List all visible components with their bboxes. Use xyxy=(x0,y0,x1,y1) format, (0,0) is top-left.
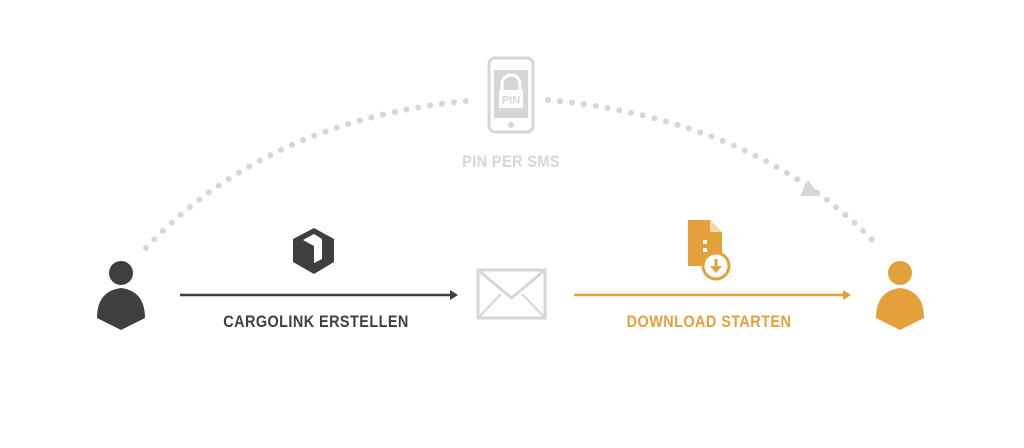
sender-person-icon xyxy=(97,261,145,330)
pin-per-sms-label: PIN PER SMS xyxy=(462,152,560,171)
cargolink-create-label: CARGOLINK ERSTELLEN xyxy=(223,312,409,331)
download-arrowhead xyxy=(843,290,851,300)
box-icon xyxy=(293,228,334,274)
phone-pin-text: PIN xyxy=(502,95,520,107)
download-start-label: DOWNLOAD STARTEN xyxy=(626,312,792,331)
receiver-person-icon xyxy=(876,261,924,330)
envelope-icon xyxy=(476,268,547,320)
dotted-arc-right xyxy=(545,97,883,251)
phone-lock-icon: PIN xyxy=(487,56,535,134)
file-download-icon xyxy=(688,220,731,281)
arc-arrowhead xyxy=(800,180,820,196)
dotted-arc-left xyxy=(143,97,479,251)
create-arrowhead xyxy=(450,290,458,300)
